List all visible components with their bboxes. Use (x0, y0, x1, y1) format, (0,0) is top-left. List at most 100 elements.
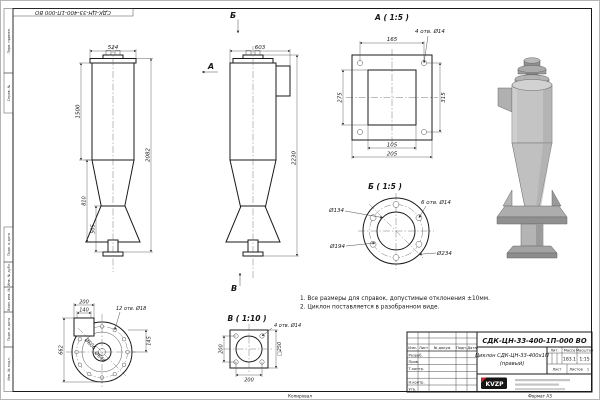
dim-v-square: □250 (268, 329, 283, 369)
dim-front-total-height: 2082 (123, 58, 153, 253)
scale-label: Масштаб (576, 349, 594, 353)
margin-label-inv-dubl: Инв. № дубл. (7, 263, 11, 286)
callout-volute-holes: 12 отв. Ø18 (114, 305, 146, 331)
view-b-label: Б ( 1:5 ) (368, 182, 402, 191)
logo-text: KVZP (485, 381, 504, 388)
side-view: 603 2230 А Б В (201, 11, 299, 293)
footer-copy: Копировал (288, 394, 312, 399)
dim-front-cone: 810 (82, 159, 92, 243)
view-b: Б ( 1:5 ) 6 отв. Ø14 Ø134 Ø194 Ø234 (328, 182, 452, 269)
view-arrow-v: В (231, 272, 242, 293)
dim-side-total-height: 2230 (263, 54, 299, 257)
view-arrow-a: А (201, 62, 218, 74)
title-block: Изм. Лист № докум. Подп. Дата Разраб. Пр… (406, 331, 594, 393)
front-view: 524 1500 2082 810 505 (76, 45, 153, 272)
part-name-line2: (правый) (500, 361, 524, 367)
margin-column: Перв. примен. Справ. № Подп. и дата Инв.… (3, 8, 14, 392)
footer: Копировал Формат А3 (288, 394, 552, 399)
mass-value: 183.1 (563, 357, 576, 363)
dim-b-inner: Ø134 (328, 207, 383, 219)
dim-volute-inlet-width: 140 (76, 308, 92, 318)
holes-note-a: 4 отв. Ø14 (415, 28, 445, 35)
margin-label-inv-podl: Инв. № подл. (7, 357, 11, 380)
callout-a-holes: 4 отв. Ø14 (415, 28, 445, 64)
dim-text-505: 505 (91, 224, 97, 234)
arrow-label-a: А (207, 62, 214, 71)
dim-text-d194: Ø194 (329, 243, 345, 250)
dim-a-outer-height: 315 (426, 62, 447, 133)
dim-text-1500: 1500 (76, 104, 82, 118)
lit-label: Лит. (550, 349, 558, 353)
dim-a-outer-width: 205 (351, 140, 433, 159)
dim-b-outer: Ø234 (419, 250, 452, 257)
margin-label-podp1: Подп. и дата (7, 233, 11, 256)
col-doc: № докум. (434, 346, 452, 350)
dim-text-d234: Ø234 (436, 250, 452, 257)
arrow-label-v: В (231, 284, 237, 293)
listov-label: Листов (569, 368, 582, 372)
part-name-line1: Циклон СДК-ЦН-33-400х1П (475, 353, 549, 359)
dim-text-603: 603 (255, 45, 266, 51)
margin-label-podp2: Подп. и дата (7, 318, 11, 341)
dim-text-205: 205 (387, 152, 398, 158)
listov-value: 1 (587, 368, 589, 372)
dim-a-holes-width: 165 (359, 37, 425, 61)
company-text-line (515, 388, 565, 391)
row-utv: Утв. (409, 387, 417, 391)
cyclone-3d-view (496, 57, 568, 259)
dim-front-skirt: 505 (91, 205, 103, 253)
dim-text-105: 105 (387, 143, 398, 149)
dim-text-volute-200: 200 (79, 300, 89, 306)
flipped-designation: СДК-ЦН-33-400-1П-000 ВО (34, 9, 111, 15)
holes-note-volute: 12 отв. Ø18 (116, 305, 146, 312)
dim-text-524: 524 (108, 45, 119, 51)
dim-text-145: 145 (147, 336, 153, 346)
dim-text-662: 662 (59, 345, 65, 355)
dim-text-d134: Ø134 (328, 207, 344, 214)
dim-b-bolt: Ø194 (329, 241, 376, 250)
margin-label-perv: Перв. примен. (7, 28, 11, 53)
row-tkontr: Т.контр. (408, 367, 425, 371)
dim-text-2230: 2230 (292, 151, 298, 165)
dim-front-top-width: 524 (89, 45, 137, 59)
note-2: 2. Циклон поставляется в разобранном вид… (300, 305, 440, 311)
dim-volute-offset: 145 (128, 329, 153, 353)
margin-label-vzam: Взам. инв. № (7, 288, 11, 311)
view-a-label: А ( 1:5 ) (374, 13, 409, 22)
dim-v-bottom: 200 (235, 362, 263, 384)
view-v-label: В ( 1:10 ) (227, 314, 266, 323)
dim-text-sq250: □250 (277, 342, 283, 356)
footer-format: Формат А3 (528, 394, 552, 399)
dim-text-2082: 2082 (146, 148, 152, 162)
dim-volute-outlet-width: 200 (73, 300, 95, 318)
dim-volute-height: 662 (59, 317, 102, 383)
dim-text-275: 275 (338, 92, 344, 103)
mass-label: Масса (564, 349, 575, 353)
callout-b-holes: 6 отв. Ø14 (418, 199, 451, 218)
col-izm: Изм. (408, 346, 416, 350)
holes-note-b: 6 отв. Ø14 (421, 199, 451, 206)
titleblock-designation: СДК-ЦН-33-400-1П-000 ВО (482, 337, 586, 345)
holes-note-v: 4 отв. Ø14 (274, 322, 301, 329)
dim-a-inner-height: 275 (338, 69, 368, 126)
dim-text-810: 810 (82, 196, 88, 206)
dim-text-165: 165 (387, 37, 398, 43)
view-a: А ( 1:5 ) 165 4 отв. Ø14 275 3 (338, 13, 447, 159)
row-prov: Пров. (409, 360, 419, 364)
dim-text-315: 315 (441, 92, 447, 103)
company-text-line (515, 379, 570, 382)
company-text-line (515, 383, 559, 386)
view-v: В ( 1:10 ) 4 отв. Ø14 200 200 (219, 314, 302, 384)
margin-label-sprav: Справ. № (7, 84, 11, 101)
note-1: 1. Все размеры для справок, допустимые о… (300, 296, 490, 302)
scale-value: 1:15 (579, 357, 589, 363)
volute-view: 200 140 12 отв. Ø18 662 Ø606 Ø640 145 (59, 300, 153, 388)
dim-side-top-width: 603 (229, 45, 291, 66)
dim-text-volute-140: 140 (79, 308, 89, 314)
notes-block: 1. Все размеры для справок, допустимые о… (300, 296, 490, 311)
dim-text-v-bottom-200: 200 (244, 378, 254, 384)
dim-a-inner-width: 105 (367, 125, 417, 150)
company-logo: KVZP (481, 377, 570, 391)
dim-text-v-left-200: 200 (219, 344, 225, 354)
